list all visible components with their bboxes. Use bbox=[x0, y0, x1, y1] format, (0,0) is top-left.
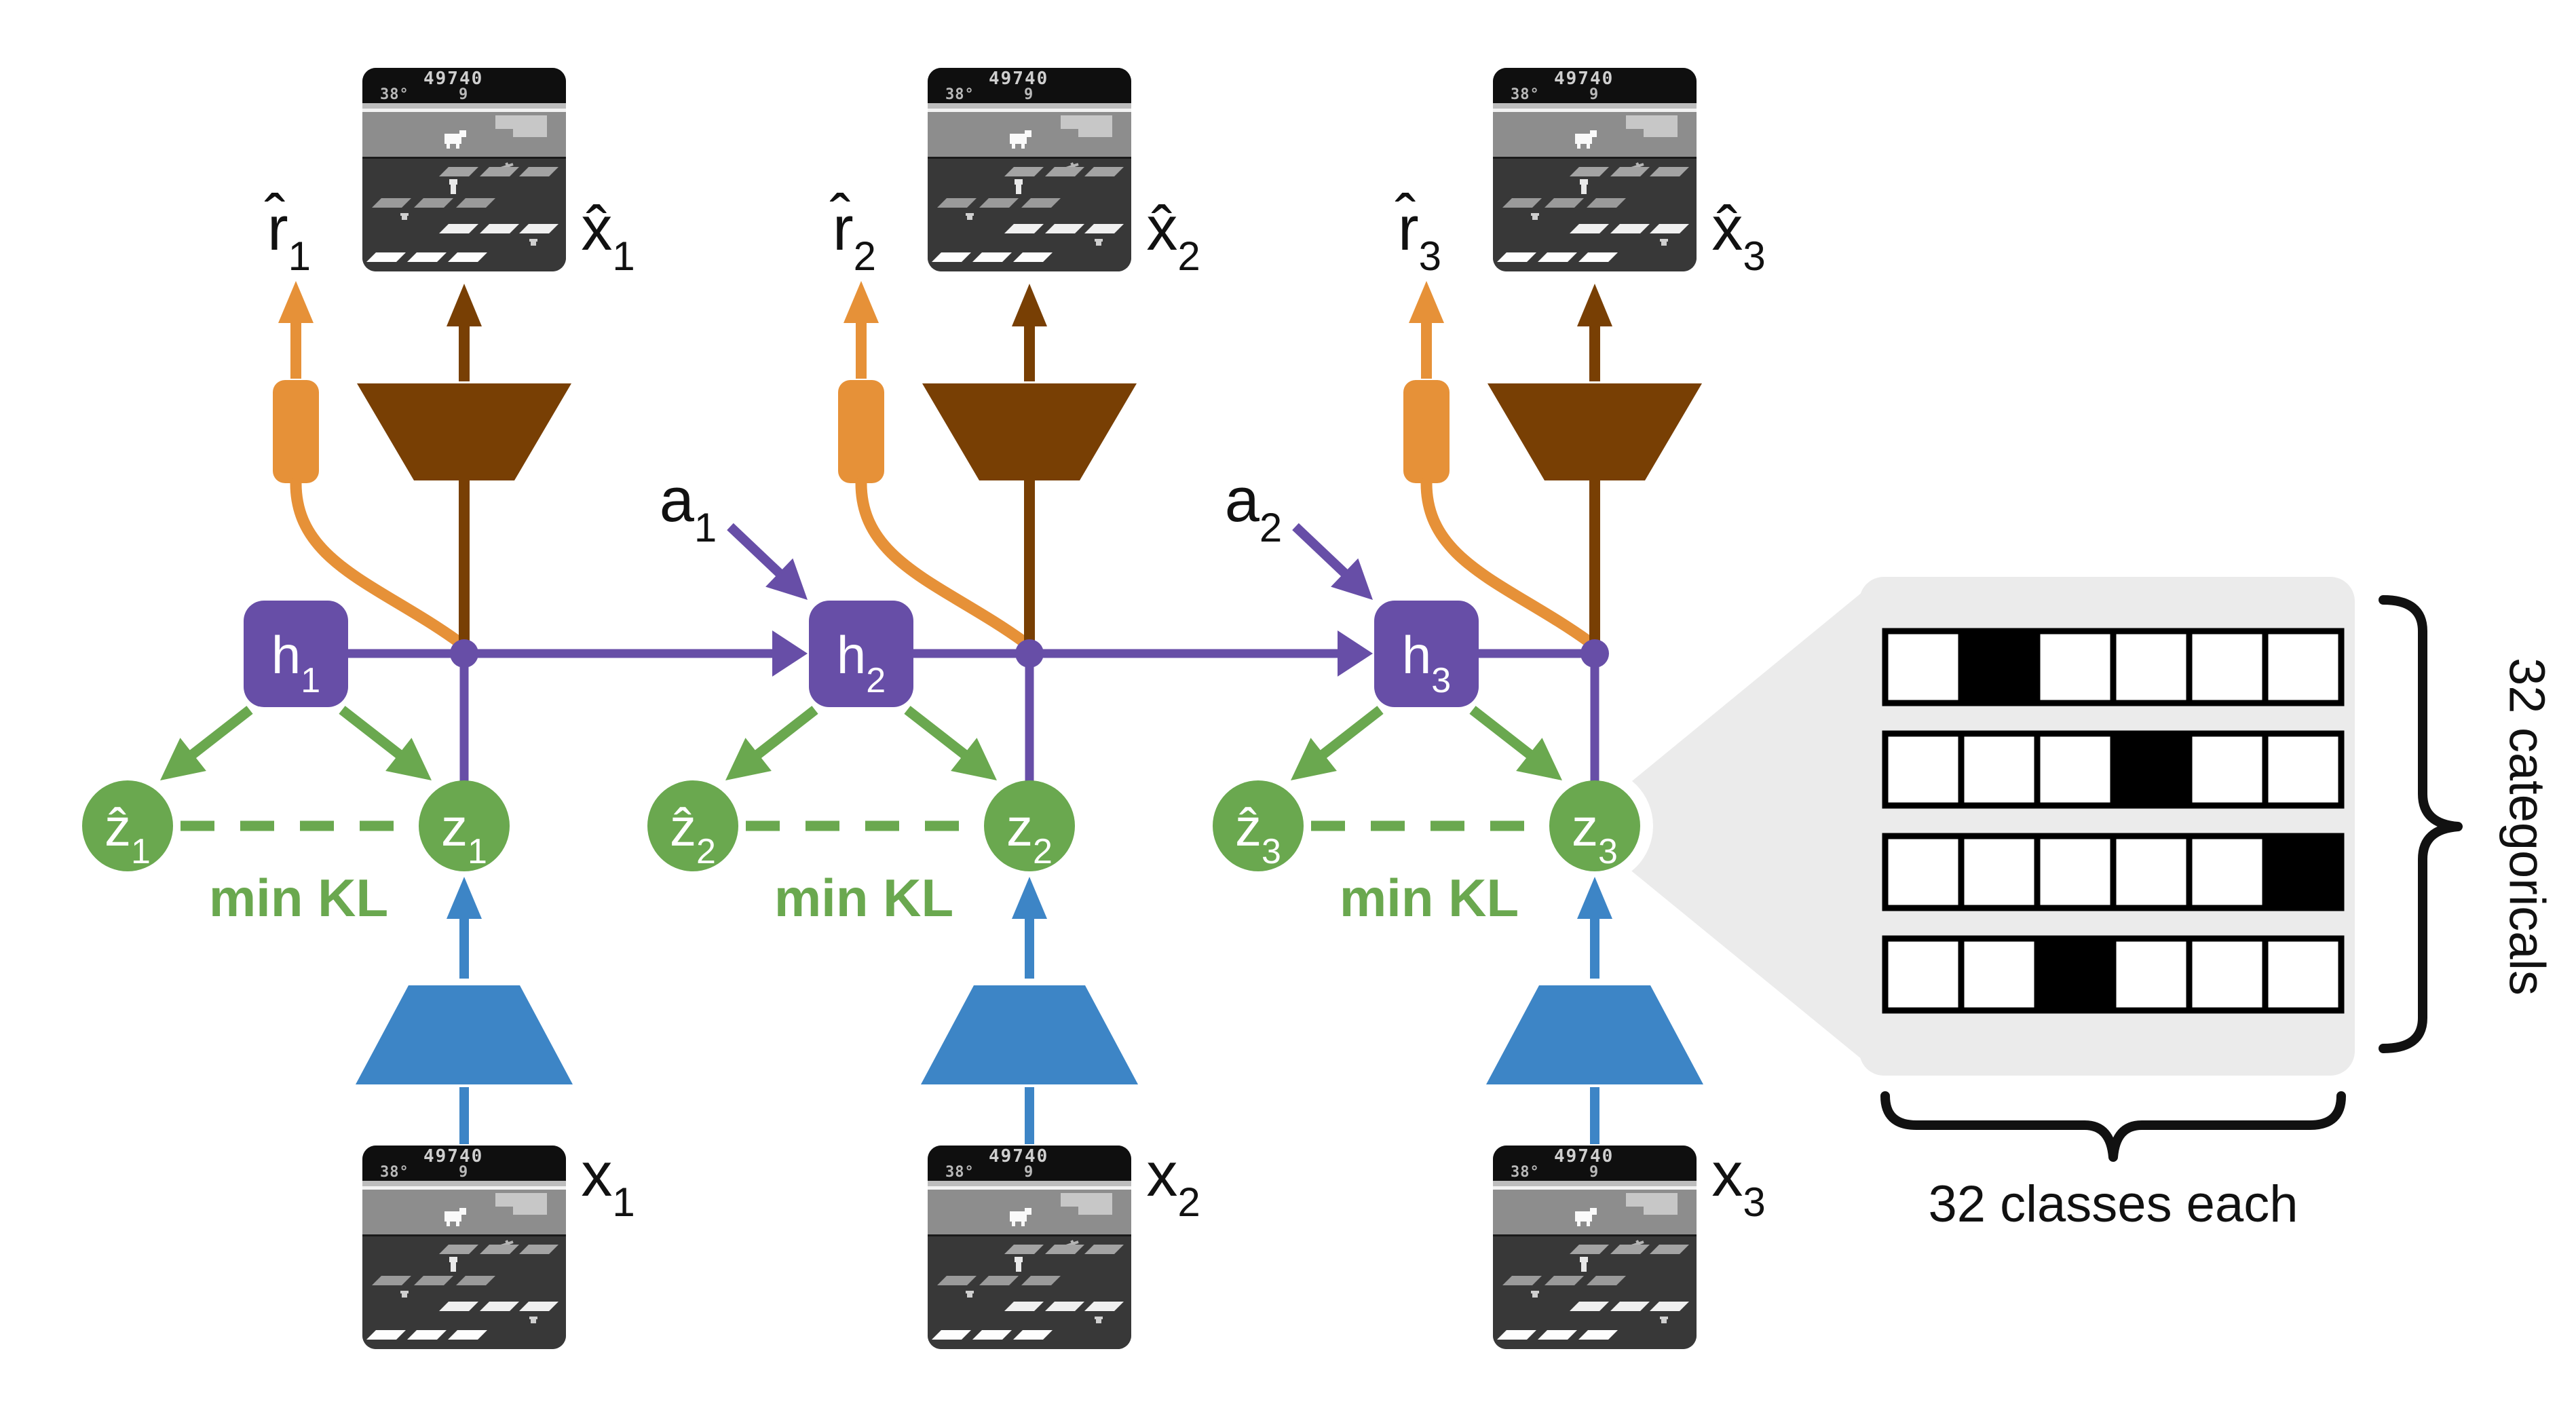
z3-label: z3 bbox=[1572, 797, 1618, 871]
timestep-column-3 bbox=[1213, 68, 1703, 1349]
recurrent-connectors bbox=[475, 630, 1373, 677]
xhat3-label: x̂3 bbox=[1711, 194, 1765, 279]
categorical-cell bbox=[2262, 628, 2345, 706]
categorical-cell bbox=[2110, 833, 2193, 911]
h3-label: h3 bbox=[1402, 625, 1451, 700]
right-brace bbox=[2379, 595, 2463, 1053]
zhat2-label: ẑ2 bbox=[670, 797, 716, 871]
action2-label: a2 bbox=[1225, 466, 1283, 550]
rhat2-label: r̂2 bbox=[830, 192, 876, 279]
categorical-cell-active bbox=[2034, 935, 2117, 1014]
categorical-cell bbox=[1958, 935, 2041, 1014]
rhat1-label: r̂1 bbox=[265, 192, 311, 279]
categorical-cell bbox=[2262, 935, 2345, 1014]
categorical-cell-active bbox=[2110, 730, 2193, 809]
z2-label: z2 bbox=[1006, 797, 1053, 871]
categorical-cell bbox=[2034, 833, 2117, 911]
categorical-cell bbox=[2186, 628, 2269, 706]
categorical-cell bbox=[2034, 628, 2117, 706]
categorical-cell bbox=[2186, 935, 2269, 1014]
zoom-wedge bbox=[1629, 592, 1863, 1060]
x3-label: x3 bbox=[1711, 1140, 1765, 1225]
categoricals-label: 32 categoricals bbox=[2499, 658, 2555, 996]
rhat3-label: r̂3 bbox=[1395, 192, 1441, 279]
x2-label: x2 bbox=[1146, 1140, 1200, 1225]
timestep-column-2 bbox=[647, 68, 1138, 1349]
categorical-cell bbox=[1958, 833, 2041, 911]
categorical-cell bbox=[2262, 730, 2345, 809]
categorical-zoom-panel: 32 categoricals 32 classes each bbox=[1536, 577, 2555, 1233]
action-arrows bbox=[727, 523, 1373, 600]
categorical-cell-active bbox=[2262, 833, 2345, 911]
h1-label: h1 bbox=[271, 625, 320, 700]
categorical-cell bbox=[2110, 628, 2193, 706]
action1-label: a1 bbox=[660, 466, 717, 550]
categorical-cell bbox=[1882, 628, 1965, 706]
action2-arrow-shaft bbox=[1292, 523, 1349, 578]
categorical-cell bbox=[1882, 935, 1965, 1014]
z1-label: z1 bbox=[441, 797, 487, 871]
categorical-grid bbox=[1882, 628, 2345, 1014]
classes-label: 32 classes each bbox=[1929, 1175, 2298, 1233]
action1-arrow-head bbox=[765, 558, 808, 600]
x1-label: x1 bbox=[581, 1140, 634, 1225]
h2-label: h2 bbox=[837, 625, 886, 700]
categorical-cell bbox=[2034, 730, 2117, 809]
h1-h2-connector-head bbox=[772, 630, 808, 677]
categorical-cell-active bbox=[1958, 628, 2041, 706]
zhat3-label: ẑ3 bbox=[1235, 797, 1281, 871]
bottom-brace bbox=[1880, 1091, 2346, 1162]
action2-arrow-head bbox=[1331, 558, 1373, 600]
minkl3-label: min KL bbox=[1340, 868, 1519, 928]
categorical-cell bbox=[2186, 730, 2269, 809]
categorical-cell bbox=[2110, 935, 2193, 1014]
xhat1-label: x̂1 bbox=[581, 194, 634, 279]
zhat1-label: ẑ1 bbox=[105, 797, 151, 871]
labels: r̂1 x̂1 h1 ẑ1 z1 min KL x1 r̂2 x̂2 h2 ẑ2… bbox=[105, 192, 1766, 1225]
minkl2-label: min KL bbox=[774, 868, 953, 928]
timestep-column-1 bbox=[82, 68, 573, 1349]
categorical-cell bbox=[1882, 730, 1965, 809]
minkl1-label: min KL bbox=[209, 868, 388, 928]
categorical-cell bbox=[1882, 833, 1965, 911]
categorical-cell bbox=[1958, 730, 2041, 809]
categorical-cell bbox=[2186, 833, 2269, 911]
action1-arrow-shaft bbox=[727, 523, 784, 578]
h2-h3-connector-head bbox=[1338, 630, 1373, 677]
xhat2-label: x̂2 bbox=[1146, 194, 1200, 279]
